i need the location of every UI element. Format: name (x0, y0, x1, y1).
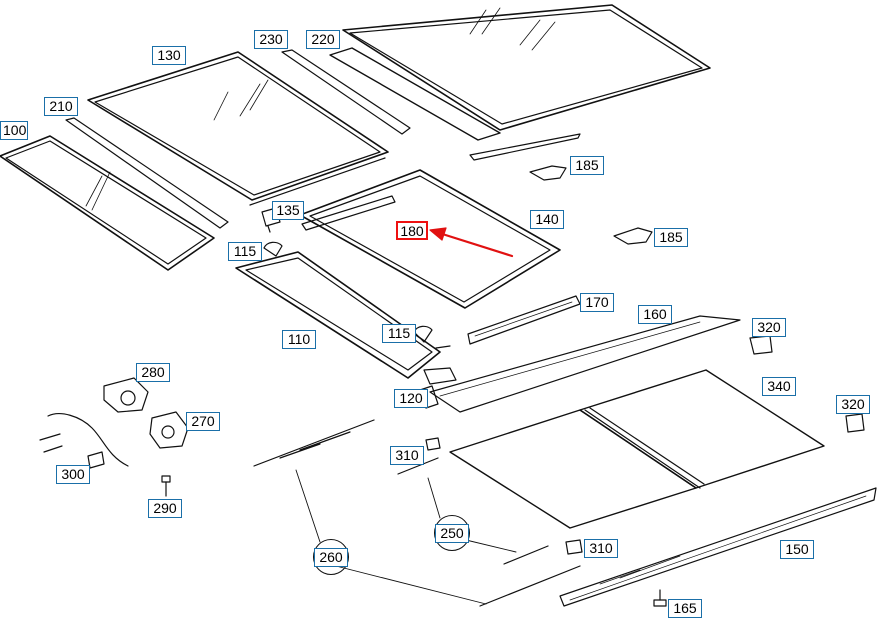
callout-210[interactable]: 210 (44, 97, 78, 116)
callout-ring-250: 250 (434, 515, 470, 551)
part-210-seal-strip (65, 117, 229, 229)
callout-150[interactable]: 150 (780, 540, 814, 559)
part-135-clip (261, 207, 281, 233)
callout-115-right[interactable]: 115 (382, 324, 416, 343)
part-230-seal-strip (281, 49, 411, 135)
callout-310-left[interactable]: 310 (390, 446, 424, 465)
part-100-deflector-glass (0, 135, 215, 271)
callout-165[interactable]: 165 (668, 599, 702, 618)
callout-300[interactable]: 300 (56, 465, 90, 484)
callout-110[interactable]: 110 (282, 330, 316, 349)
callout-135[interactable]: 135 (272, 201, 304, 220)
part-280-motor (103, 377, 149, 413)
part-120-mechanism (423, 367, 457, 385)
callout-310-right[interactable]: 310 (584, 539, 618, 558)
callout-180-highlighted[interactable]: 180 (396, 221, 428, 240)
callout-260[interactable]: 260 (314, 548, 348, 567)
part-165-screw (653, 589, 667, 607)
part-140-frame-seal (299, 169, 561, 309)
callout-185-upper[interactable]: 185 (570, 156, 604, 175)
part-150-rail (559, 487, 877, 607)
part-110-front-frame (235, 251, 441, 379)
part-185-hinges (529, 165, 653, 245)
part-170-rail (467, 295, 581, 345)
callout-170[interactable]: 170 (580, 293, 614, 312)
callout-230[interactable]: 230 (254, 30, 288, 49)
part-130-front-glass (87, 51, 389, 206)
pointer-arrow (429, 227, 514, 258)
callout-250[interactable]: 250 (435, 524, 469, 543)
callout-220[interactable]: 220 (306, 30, 340, 49)
part-250-guide (427, 477, 549, 565)
callout-320-lower[interactable]: 320 (836, 395, 870, 414)
part-310-cables (397, 437, 583, 555)
callout-280[interactable]: 280 (136, 363, 170, 382)
callout-160[interactable]: 160 (638, 305, 672, 324)
callout-185-lower[interactable]: 185 (654, 228, 688, 247)
callout-290[interactable]: 290 (148, 499, 182, 518)
part-290-bolt (161, 475, 171, 497)
part-260-drive-cables (253, 419, 581, 607)
callout-115-left[interactable]: 115 (228, 242, 262, 261)
callout-ring-260: 260 (313, 539, 349, 575)
callout-100[interactable]: 100 (0, 121, 28, 140)
part-270-motor (149, 411, 189, 449)
part-300-wiring-harness (39, 413, 129, 469)
callout-320-upper[interactable]: 320 (752, 318, 786, 337)
callout-120[interactable]: 120 (394, 389, 428, 408)
part-340-sunshade (449, 369, 825, 529)
part-220-rear-glass (329, 4, 711, 161)
callout-130[interactable]: 130 (152, 46, 186, 65)
callout-270[interactable]: 270 (186, 412, 220, 431)
part-160-guide-rail (419, 315, 741, 413)
callout-140[interactable]: 140 (530, 210, 564, 229)
callout-340[interactable]: 340 (762, 377, 796, 396)
